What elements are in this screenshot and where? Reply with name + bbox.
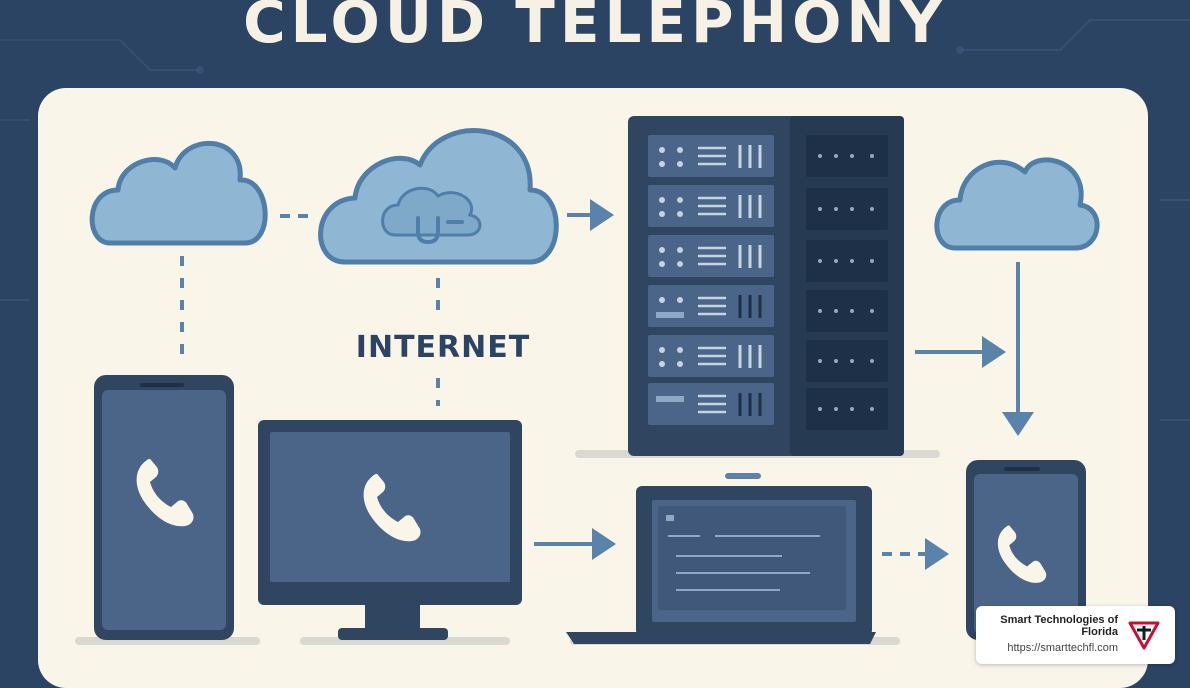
smartphone-icon [966, 460, 1086, 640]
brand-badge[interactable]: Smart Technologies of Florida https://sm… [976, 606, 1175, 664]
server-rack-icon [628, 116, 904, 456]
smartphone-icon [94, 375, 234, 640]
internet-cloud-icon [318, 128, 559, 265]
desktop-monitor-icon [258, 420, 522, 640]
connectors [180, 199, 1034, 570]
internet-label: INTERNET [355, 330, 531, 365]
brand-url[interactable]: https://smarttechfl.com [1007, 642, 1118, 654]
cloud-icon [934, 157, 1100, 251]
page-title: CLOUD TELEPHONY [243, 0, 947, 52]
cloud-icon [89, 141, 268, 246]
brand-name: Smart Technologies of Florida [1000, 614, 1118, 638]
brand-logo-icon [1128, 621, 1160, 650]
laptop-icon [566, 473, 876, 644]
